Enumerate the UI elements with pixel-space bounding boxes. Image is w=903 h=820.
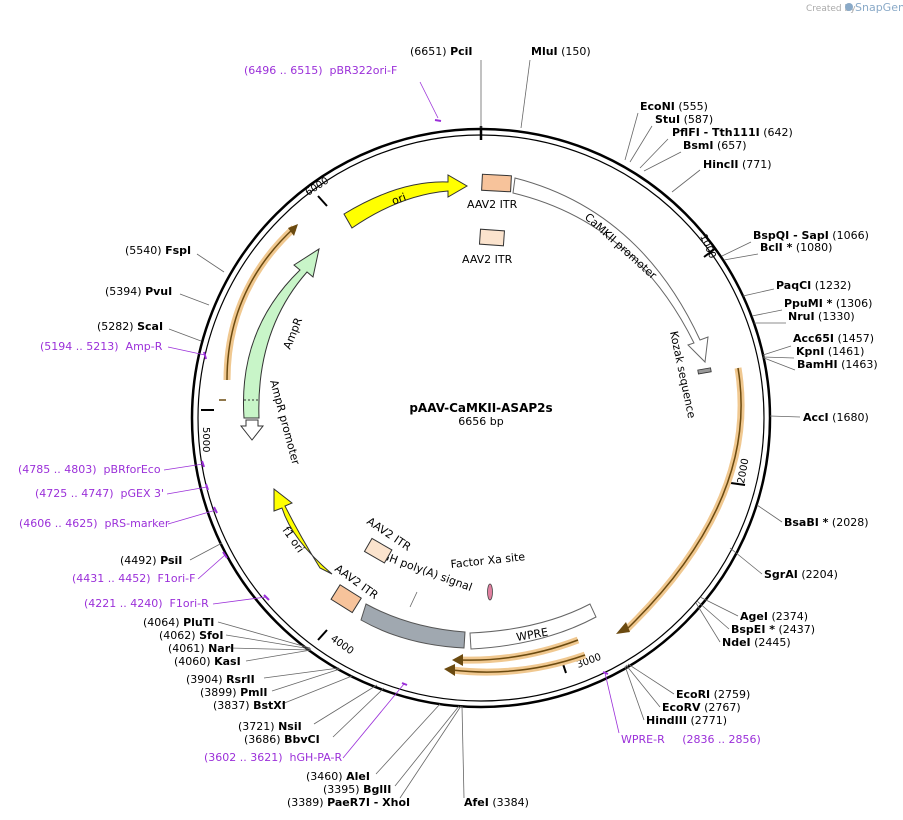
primer-labels: (6496 .. 6515) pBR322ori-F (5194 .. 5213)… xyxy=(18,64,761,764)
ampr-promoter-arrow[interactable] xyxy=(239,419,265,441)
created-by-text: Created by xyxy=(806,4,856,14)
tick-label-5000: 5000 xyxy=(200,427,211,452)
primer-label[interactable]: WPRE-R (2836 .. 2856) xyxy=(621,733,761,746)
site-label[interactable]: EcoNI (555) xyxy=(640,100,708,113)
site-label[interactable]: (4060) KasI xyxy=(174,655,241,668)
site-label[interactable]: (3686) BbvCI xyxy=(244,733,320,746)
site-label[interactable]: AfeI (3384) xyxy=(464,796,529,809)
tick-label-2000: 2000 xyxy=(736,458,751,485)
ampr-arrow[interactable] xyxy=(242,247,320,419)
site-label[interactable]: (4492) PsiI xyxy=(120,554,182,567)
site-label[interactable]: (3899) PmlI xyxy=(200,686,267,699)
orf-arrow-lower2[interactable] xyxy=(451,654,586,673)
site-label[interactable]: KpnI (1461) xyxy=(796,345,864,358)
restriction-site-labels: (6651) PciI MluI (150) EcoNI (555)StuI (58… xyxy=(97,45,878,809)
primer-label[interactable]: (4431 .. 4452) F1ori-F xyxy=(72,572,195,585)
site-label[interactable]: SgrAI (2204) xyxy=(764,568,838,581)
itr-top-outer-label: AAV2 ITR xyxy=(467,198,518,211)
itr-top-inner-label: AAV2 ITR xyxy=(462,253,513,266)
site-label[interactable]: HindIII (2771) xyxy=(646,714,727,727)
orf-arc-right-head xyxy=(616,622,630,634)
wpre-box[interactable] xyxy=(469,603,597,650)
orf-arrow-lower1-head xyxy=(452,654,463,666)
site-label[interactable]: (5394) PvuI xyxy=(105,285,172,298)
site-label[interactable]: (4061) NarI xyxy=(168,642,234,655)
site-label[interactable]: EcoRV (2767) xyxy=(662,701,741,714)
site-label[interactable]: AccI (1680) xyxy=(803,411,869,424)
site-label[interactable]: (3395) BglII xyxy=(323,783,391,796)
orf-arc-left-head xyxy=(288,224,298,236)
hgh-polya-box[interactable] xyxy=(360,603,466,649)
ori-arrow[interactable] xyxy=(343,174,468,229)
site-label[interactable]: BsmI (657) xyxy=(683,139,747,152)
site-label[interactable]: BsaBI * (2028) xyxy=(784,516,869,529)
plasmid-length: 6656 bp xyxy=(458,415,503,428)
orf-arc-right[interactable] xyxy=(625,367,742,631)
ampr-promoter-label: AmpR promoter xyxy=(267,378,302,466)
site-label[interactable]: EcoRI (2759) xyxy=(676,688,750,701)
site-label[interactable]: (4064) PluTI xyxy=(143,616,214,629)
primer-label[interactable]: (4785 .. 4803) pBRforEco xyxy=(18,463,161,476)
factor-xa-label: Factor Xa site xyxy=(450,550,526,571)
site-label[interactable]: (3721) NsiI xyxy=(238,720,302,733)
plasmid-name: pAAV-CaMKII-ASAP2s xyxy=(409,401,552,415)
site-label[interactable]: AgeI (2374) xyxy=(740,610,808,623)
site-label[interactable]: (4062) SfoI xyxy=(159,629,223,642)
primer-label[interactable]: (6496 .. 6515) pBR322ori-F xyxy=(244,64,397,77)
primer-label[interactable]: (4725 .. 4747) pGEX 3' xyxy=(35,487,164,500)
itr-lower-outer-box[interactable] xyxy=(330,584,362,614)
primer-label[interactable]: (5194 .. 5213) Amp-R xyxy=(40,340,163,353)
site-label[interactable]: MluI (150) xyxy=(531,45,591,58)
site-label[interactable]: StuI (587) xyxy=(655,113,713,126)
primer-label[interactable]: (4221 .. 4240) F1ori-R xyxy=(84,597,209,610)
factor-xa-marker[interactable] xyxy=(487,583,493,601)
site-label[interactable]: (3460) AleI xyxy=(306,770,370,783)
site-label[interactable]: HincII (771) xyxy=(703,158,772,171)
site-label[interactable]: PaqCI (1232) xyxy=(776,279,851,292)
site-label[interactable]: (3389) PaeR7I - XhoI xyxy=(287,796,410,809)
camkii-promoter-label: CaMKII promoter xyxy=(582,211,660,283)
site-label[interactable]: PflFI - Tth111I (642) xyxy=(672,126,793,139)
wpre-label: WPRE xyxy=(515,626,549,644)
site-label[interactable]: BspQI - SapI (1066) xyxy=(753,229,869,242)
orf-arrow-lower2-head xyxy=(444,664,455,676)
primer-label[interactable]: (4606 .. 4625) pRS-marker xyxy=(19,517,170,530)
site-label[interactable]: PpuMI * (1306) xyxy=(784,297,872,310)
f1ori-arrow[interactable] xyxy=(273,487,333,575)
site-label[interactable]: BclI * (1080) xyxy=(760,241,832,254)
orf-arc-left[interactable] xyxy=(226,227,295,381)
orf-arrow-lower1[interactable] xyxy=(459,639,579,661)
snapgene-brand: SnapGene xyxy=(855,1,903,14)
site-label[interactable]: BspEI * (2437) xyxy=(731,623,815,636)
site-leader-lines xyxy=(168,59,801,799)
site-label[interactable]: NruI (1330) xyxy=(788,310,855,323)
site-label[interactable]: Acc65I (1457) xyxy=(793,332,874,345)
ori-label: ori xyxy=(390,191,408,208)
kozak-box[interactable] xyxy=(697,367,712,375)
site-label[interactable]: NdeI (2445) xyxy=(722,636,791,649)
itr-lower-inner-box[interactable] xyxy=(363,537,393,564)
camkii-promoter-arrow[interactable] xyxy=(512,177,709,364)
site-label[interactable]: (6651) PciI xyxy=(410,45,473,58)
site-label[interactable]: (3904) RsrII xyxy=(186,673,255,686)
site-label[interactable]: (5540) FspI xyxy=(125,244,191,257)
site-label[interactable]: BamHI (1463) xyxy=(797,358,878,371)
site-label[interactable]: (3837) BstXI xyxy=(213,699,286,712)
major-ticks xyxy=(201,195,746,674)
itr-top-inner-box[interactable] xyxy=(478,228,505,247)
primer-leader-lines xyxy=(163,81,620,759)
snapgene-logo-icon xyxy=(845,3,853,11)
tick-label-4000: 4000 xyxy=(328,633,355,657)
ampr-label: AmpR xyxy=(281,315,305,351)
itr-top-outer-box[interactable] xyxy=(481,173,512,193)
primer-label[interactable]: (3602 .. 3621) hGH-PA-R xyxy=(204,751,342,764)
site-label[interactable]: (5282) ScaI xyxy=(97,320,163,333)
